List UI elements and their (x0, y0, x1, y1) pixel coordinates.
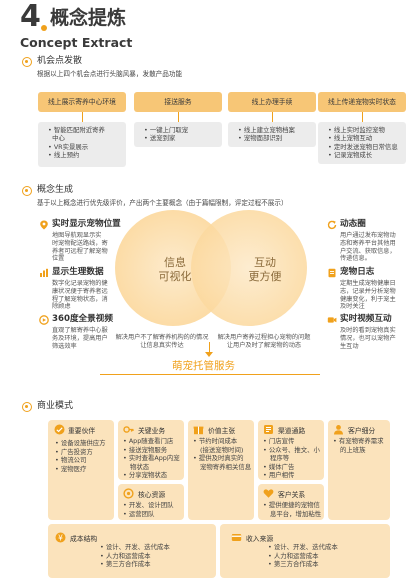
venn-right-label: 互动更方便 (248, 256, 282, 283)
bm-partners-list: 设备设施供应方 广告投资方 物流公司 宠物医疗 (55, 439, 106, 473)
opportunity-column-box: • 智能匹配附近寄养 中心 • VR实景展示 • 线上预约 (38, 122, 126, 167)
feature-title: 动态圈 (340, 219, 366, 229)
bm-activities-title: 关键业务 (138, 427, 166, 435)
list-item: • 宠物面部识别 (238, 134, 283, 143)
bm-value-list: 节约时间成本 (接送宠物时间) 提供及时真实的 宠物寄养相关信息 (193, 437, 251, 471)
concept-description: 基于以上概念进行优先级评价，产出两个主要概念（由于篇幅限制，评定过程不展示） (37, 199, 288, 207)
gift-icon (193, 426, 204, 435)
feature-description: 地图导航观显示实 时宠物配送路线，寄 养者可远程了解宠物 位置 (52, 232, 108, 263)
bm-relationships-list: 提供便捷的宠物信 息平台，增加粘性 (263, 501, 321, 518)
feature-title: 显示生理数据 (52, 267, 104, 277)
key-icon (123, 426, 134, 433)
list-item: • VR实景展示 (48, 142, 89, 151)
business-title: 商业模式 (37, 401, 74, 411)
chart-icon (40, 268, 48, 277)
accent-dot (41, 25, 47, 31)
opportunity-column-head: 线上办理手续 (228, 92, 316, 112)
bm-relationships-title: 客户关系 (278, 491, 306, 499)
opportunity-title: 机会点发散 (37, 56, 83, 66)
bm-resources-title: 核心资源 (138, 491, 166, 499)
bm-resources-list: 开发、设计团队 运营团队 (123, 501, 174, 518)
concept-result: 萌宠托管服务 (172, 360, 235, 372)
refresh-icon (327, 220, 337, 230)
log-icon (328, 268, 336, 278)
list-item: • 智能匹配附近寄养 (48, 126, 105, 134)
list-item: 中心 (52, 134, 65, 143)
divider (100, 374, 320, 375)
location-icon (40, 220, 48, 230)
page-title: 概念提炼 (50, 7, 127, 29)
venn-circle-right (191, 210, 307, 326)
venn-diagram (115, 210, 307, 326)
list-item: • 线上宠物互动 (328, 134, 373, 143)
bm-activities-list: App随查看门店 接送宠物服务 实时查看App内宠 物状态 分享宠物状态 (123, 437, 180, 480)
connector-line (178, 112, 179, 122)
video-icon (327, 317, 337, 323)
concept-left-summary: 解决用户不了解寄养机构的的情况 让信息真实传达 (115, 334, 209, 349)
feature-title: 360度全景视频 (52, 314, 113, 324)
partners-icon (54, 424, 65, 435)
opportunity-description: 根据以上四个机会点进行头脑风暴，发散产品功能 (37, 70, 183, 78)
connector-line (272, 112, 273, 122)
bm-channels-list: 门店宣传 公众号、推文、小 程序等 媒体广告 用户相传 (263, 437, 320, 480)
section-bullet-icon (22, 186, 32, 196)
connector-line (362, 112, 363, 122)
arrow-down-icon (205, 352, 213, 357)
heart-icon (263, 489, 274, 498)
opportunity-column-box: • 线上实时监控宠物 • 线上宠物互动 • 定时发送宠物日常信息 • 记录宠物成… (318, 122, 406, 164)
arrow-line (209, 342, 210, 355)
feature-title: 实时显示宠物位置 (52, 219, 121, 229)
opportunity-column-box: • 线上建立宠物档案 • 宠物面部识别 (228, 122, 316, 147)
list-item: • 送宠到家 (144, 134, 176, 143)
section-bullet-icon (22, 57, 32, 67)
bm-segments-list: 有宠物寄养需求 的上班族 (333, 437, 384, 454)
svg-text:¥: ¥ (58, 533, 63, 542)
bm-revenue-list: 设计、开发、迭代成本 人力和运营成本 第三方合作成本 (268, 543, 338, 569)
list-item: • 定时发送宠物日常信息 (328, 142, 398, 151)
feature-title: 实时视频互动 (340, 314, 392, 324)
page-subtitle: Concept Extract (20, 35, 133, 50)
channel-icon (264, 425, 273, 434)
venn-left-label: 信息可视化 (158, 256, 192, 283)
opportunity-column-box: • 一键上门取宠 • 送宠到家 (134, 122, 222, 147)
panorama-icon (39, 315, 49, 325)
opportunity-column-head: 线上展示寄养中心环境 (38, 92, 126, 112)
cost-icon: ¥ (55, 532, 66, 543)
bm-value-title: 价值主张 (208, 427, 236, 435)
list-item: • 记录宠物成长 (328, 150, 373, 159)
opportunity-column-head: 接送服务 (134, 92, 222, 112)
feature-description: 直观了解寄养中心服 务及环境，提高用户 筛选效率 (52, 327, 108, 350)
connector-line (82, 112, 83, 122)
bm-partners-title: 重要伙伴 (68, 427, 96, 435)
feature-description: 定期生成宠物健康日 志，记录并分析宠物 健康变化，利于宠主 及时关注 (340, 280, 396, 311)
list-item: • 一键上门取宠 (144, 126, 189, 134)
bm-segments-title: 客户细分 (348, 427, 376, 435)
list-item: • 线上实时监控宠物 (328, 126, 385, 134)
bm-segments-box (328, 420, 390, 520)
feature-description: 数字化记录宠物的健 康状况便于寄养者远 程了解宠物状态，消 除顾虑 (52, 280, 108, 311)
concept-right-summary: 解决用户寄养过程担心宠物的问题 让用户及时了解宠物的动态 (217, 334, 311, 349)
bm-channels-title: 渠道通路 (278, 427, 306, 435)
bm-cost-title: 成本结构 (70, 535, 98, 543)
resource-icon (123, 488, 134, 499)
section-bullet-icon (22, 402, 32, 412)
section-number: 4 (20, 0, 41, 34)
user-icon (334, 425, 343, 435)
list-item: • 线上预约 (48, 150, 80, 159)
concept-title: 概念生成 (37, 185, 74, 195)
feature-description: 用户通过发布宠物动 态和寄养平台其他用 户交流、获取信息， 传递信息。 (340, 232, 396, 263)
revenue-icon (231, 534, 242, 541)
list-item: • 线上建立宠物档案 (238, 126, 295, 134)
feature-description: 及时的看到宠物真实 情况，也可以宠物产 生互动 (340, 327, 396, 350)
bm-cost-list: 设计、开发、迭代成本 人力和运营成本 第三方合作成本 (100, 543, 170, 569)
feature-title: 宠物日志 (340, 267, 375, 277)
bm-revenue-title: 收入来源 (246, 535, 274, 543)
opportunity-column-head: 线上传递宠物实时状态 (318, 92, 406, 112)
